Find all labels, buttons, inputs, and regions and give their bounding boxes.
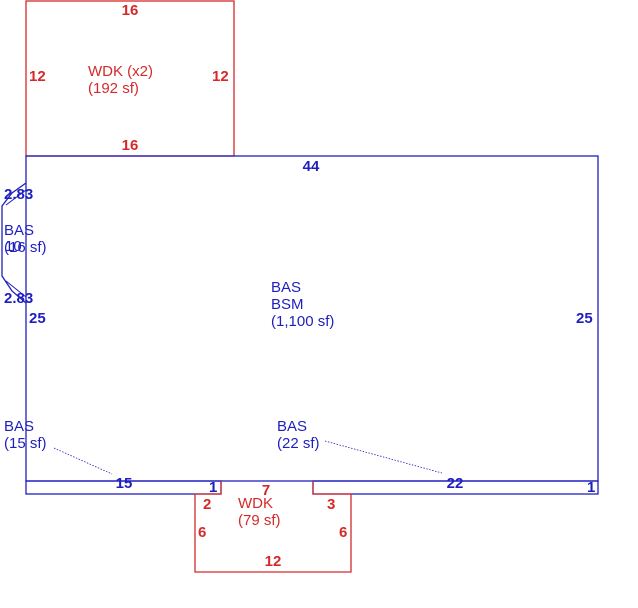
left-strip-area: (15 sf) (4, 435, 47, 452)
left-strip-dim-long: 15 (116, 475, 133, 492)
bottom-deck-dim-right-outer: 6 (339, 524, 347, 541)
main-house-area: (1,100 sf) (271, 313, 334, 330)
bottom-deck-dim-bottom: 12 (265, 553, 282, 570)
bottom-deck-area: (79 sf) (238, 512, 281, 529)
left-bay-lower-side (5, 280, 27, 298)
top-deck-name: WDK (x2) (88, 63, 153, 80)
right-strip: BAS (22 sf) 22 1 (277, 418, 599, 496)
left-bay-area: (16 sf) (4, 239, 47, 256)
right-strip-dim-long: 22 (447, 475, 464, 492)
main-house-name-2: BSM (271, 296, 304, 313)
right-strip-area: (22 sf) (277, 435, 320, 452)
top-deck-area: (192 sf) (88, 80, 139, 97)
bottom-deck: 7 12 2 6 3 6 WDK (79 sf) (194, 481, 352, 573)
left-bay-name: BAS (4, 222, 34, 239)
bottom-deck-outline (194, 481, 352, 573)
main-house-dim-right: 25 (576, 310, 593, 327)
top-deck-dim-left: 12 (29, 68, 46, 85)
top-deck: 16 16 12 12 WDK (x2) (192 sf) (25, 0, 235, 157)
top-deck-dim-bottom: 16 (122, 137, 139, 154)
main-house-dim-left: 25 (29, 310, 46, 327)
bottom-deck-dim-left-inner: 2 (203, 496, 211, 513)
main-house: 44 25 25 BAS BSM (1,100 sf) (25, 155, 599, 482)
bottom-deck-dim-top: 7 (262, 482, 270, 499)
left-bay-dim-upper: 2.83 (4, 186, 33, 203)
left-bay-overlap-dim: 10 (5, 238, 22, 255)
right-strip-leader (324, 440, 443, 474)
main-house-outline (25, 155, 599, 482)
top-deck-dim-top: 16 (122, 2, 139, 19)
bottom-deck-dim-left-outer: 6 (198, 524, 206, 541)
bottom-deck-dim-right-inner: 3 (327, 496, 335, 513)
left-strip: BAS (15 sf) 15 1 (4, 418, 222, 496)
right-strip-name: BAS (277, 418, 307, 435)
main-house-name-1: BAS (271, 279, 301, 296)
left-bay-dim-lower: 2.83 (4, 290, 33, 307)
left-bay: 2.83 2.83 BAS 10 (16 sf) (1, 182, 47, 307)
left-strip-dim-short: 1 (209, 479, 217, 496)
right-strip-dim-short: 1 (587, 479, 595, 496)
bottom-deck-name: WDK (238, 495, 273, 512)
left-strip-name: BAS (4, 418, 34, 435)
left-bay-outline (1, 182, 27, 304)
left-strip-leader (53, 447, 113, 475)
left-bay-upper-side (5, 189, 27, 206)
main-house-dim-top: 44 (303, 158, 320, 175)
top-deck-dim-right: 12 (212, 68, 229, 85)
